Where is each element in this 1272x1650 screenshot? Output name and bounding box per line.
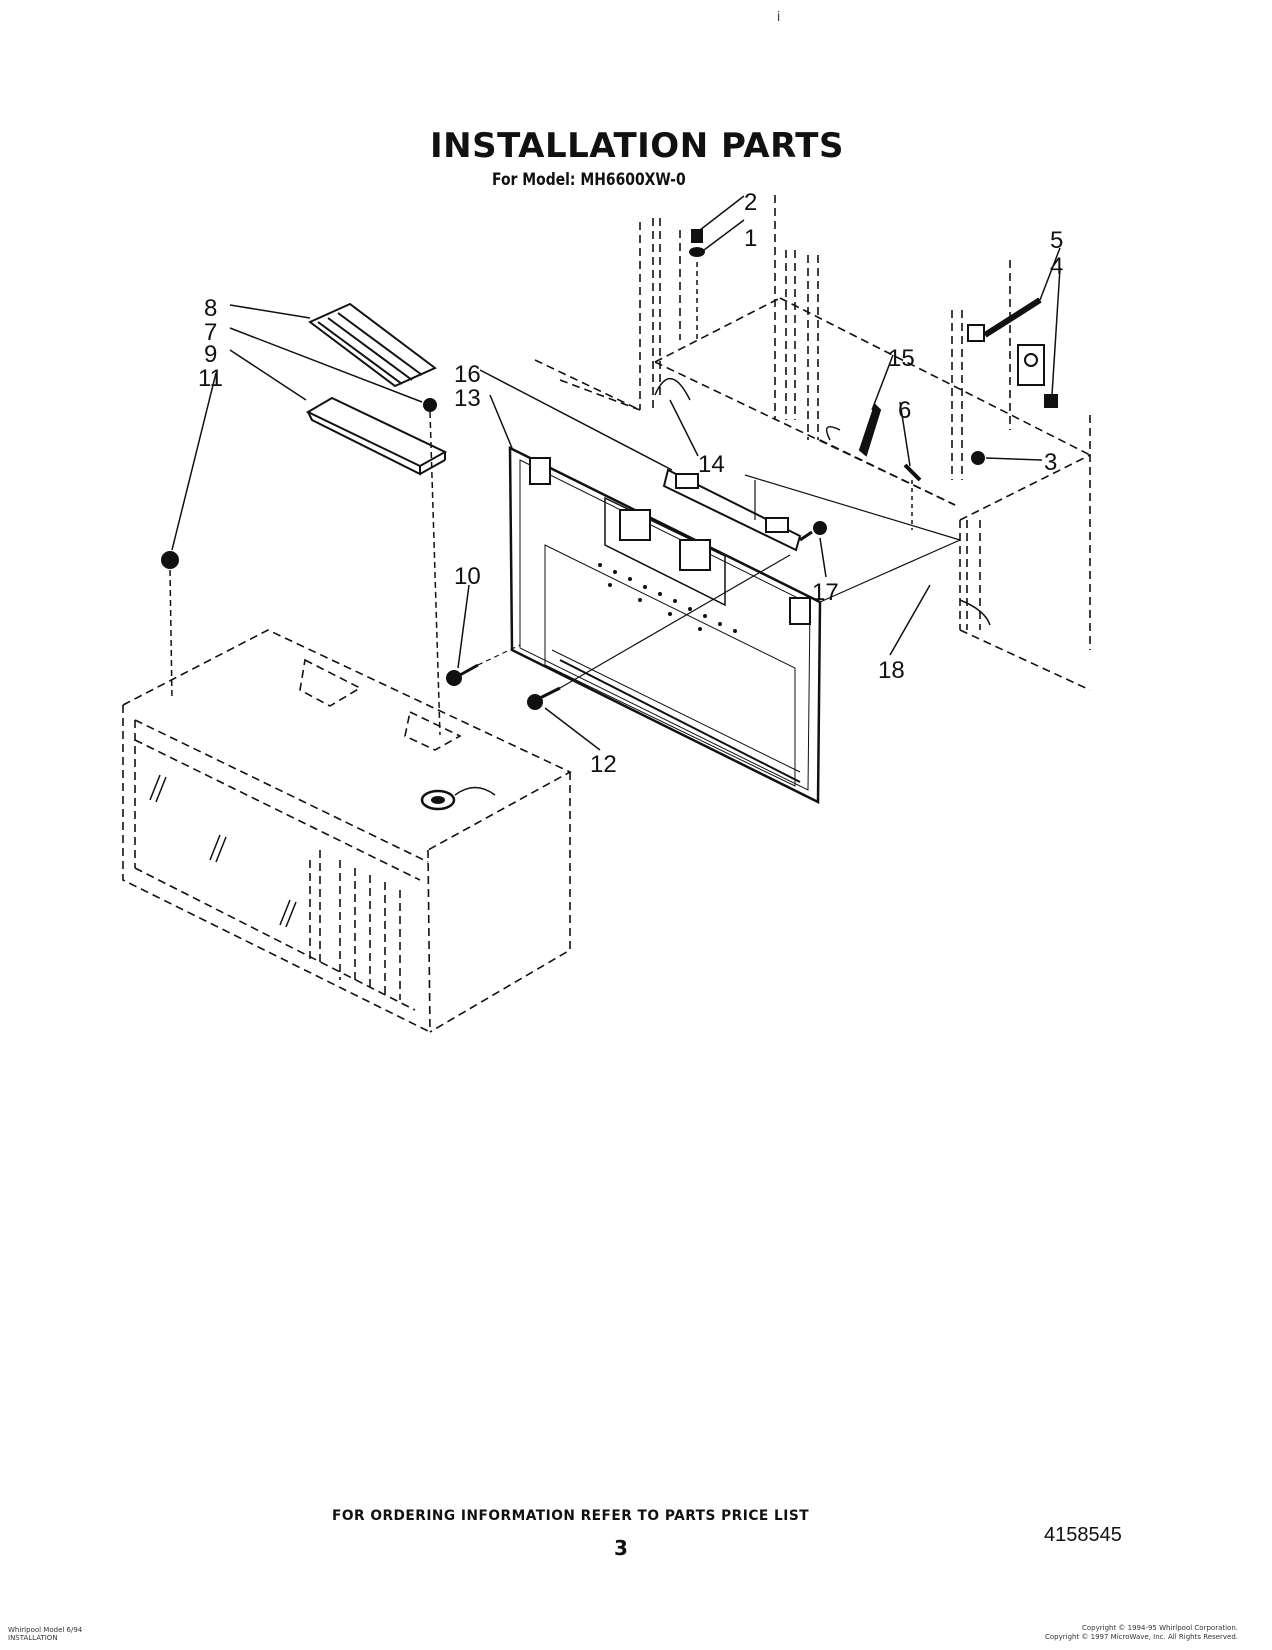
callout-6: 6 bbox=[898, 397, 911, 424]
callout-7: 7 bbox=[204, 319, 217, 346]
callout-9: 9 bbox=[204, 341, 217, 368]
footer-left-line-2: INSTALLATION bbox=[8, 1634, 58, 1642]
cabinet-bracket-left bbox=[654, 377, 691, 401]
wall-cabinet-outline bbox=[534, 195, 1091, 691]
callout-5: 5 bbox=[1050, 227, 1063, 254]
leader-lines bbox=[171, 195, 1061, 751]
footer-left-line-1: Whirlpool Model 6/94 bbox=[8, 1626, 83, 1634]
screw-part-17 bbox=[799, 521, 827, 542]
copyright-note: Copyright © 1994-95 Whirlpool Corporatio… bbox=[1040, 1624, 1238, 1642]
document-number: 4158545 bbox=[1044, 1524, 1122, 1546]
callout-11: 11 bbox=[198, 365, 223, 392]
callout-1: 1 bbox=[744, 225, 757, 252]
clip-pin-part bbox=[903, 463, 922, 482]
callout-labels: 1 2 3 4 5 6 7 8 9 10 11 12 13 14 15 16 1… bbox=[198, 189, 1063, 778]
callout-13: 13 bbox=[454, 385, 481, 412]
mounting-plate-part bbox=[508, 445, 822, 805]
screw-part-7 bbox=[423, 398, 437, 412]
right-bracket-part bbox=[967, 297, 1058, 408]
microwave-vent-knob bbox=[420, 786, 496, 811]
callout-16: 16 bbox=[454, 361, 481, 388]
plate-bracket-part bbox=[662, 468, 802, 552]
callout-2: 2 bbox=[744, 189, 757, 216]
callout-14: 14 bbox=[698, 451, 725, 478]
callout-18: 18 bbox=[878, 657, 905, 684]
scan-mark: i bbox=[777, 8, 781, 24]
screw-part-10 bbox=[446, 644, 521, 686]
screw-part-12 bbox=[527, 686, 561, 710]
page-number: 3 bbox=[614, 1536, 628, 1560]
microwave-outline bbox=[122, 629, 572, 1033]
callout-3: 3 bbox=[1044, 449, 1057, 476]
nut-part-11 bbox=[161, 551, 179, 569]
top-screw-part bbox=[689, 229, 705, 340]
callout-12: 12 bbox=[590, 751, 617, 778]
damper-tray-part bbox=[305, 396, 448, 476]
cabinet-bracket-mid bbox=[825, 425, 841, 441]
callout-10: 10 bbox=[454, 563, 481, 590]
vent-grille-part bbox=[308, 302, 437, 388]
model-subtitle: For Model: MH6600XW-0 bbox=[492, 170, 686, 190]
callout-4: 4 bbox=[1050, 253, 1063, 280]
hanger-clip-part bbox=[858, 403, 882, 457]
page-title: INSTALLATION PARTS bbox=[430, 126, 844, 166]
screw-part-3 bbox=[971, 451, 985, 465]
ordering-note: FOR ORDERING INFORMATION REFER TO PARTS … bbox=[332, 1508, 810, 1524]
footer-left-note: Whirlpool Model 6/94 INSTALLATION bbox=[8, 1626, 82, 1642]
cabinet-bracket-right bbox=[959, 599, 991, 626]
callout-8: 8 bbox=[204, 295, 217, 322]
callout-15: 15 bbox=[888, 345, 915, 372]
copyright-line-2: Copyright © 1997 MicroWave, Inc. All Rig… bbox=[1044, 1633, 1238, 1641]
door-glass-marks bbox=[149, 774, 297, 928]
callout-17: 17 bbox=[812, 579, 839, 606]
copyright-line-1: Copyright © 1994-95 Whirlpool Corporatio… bbox=[1081, 1624, 1238, 1632]
